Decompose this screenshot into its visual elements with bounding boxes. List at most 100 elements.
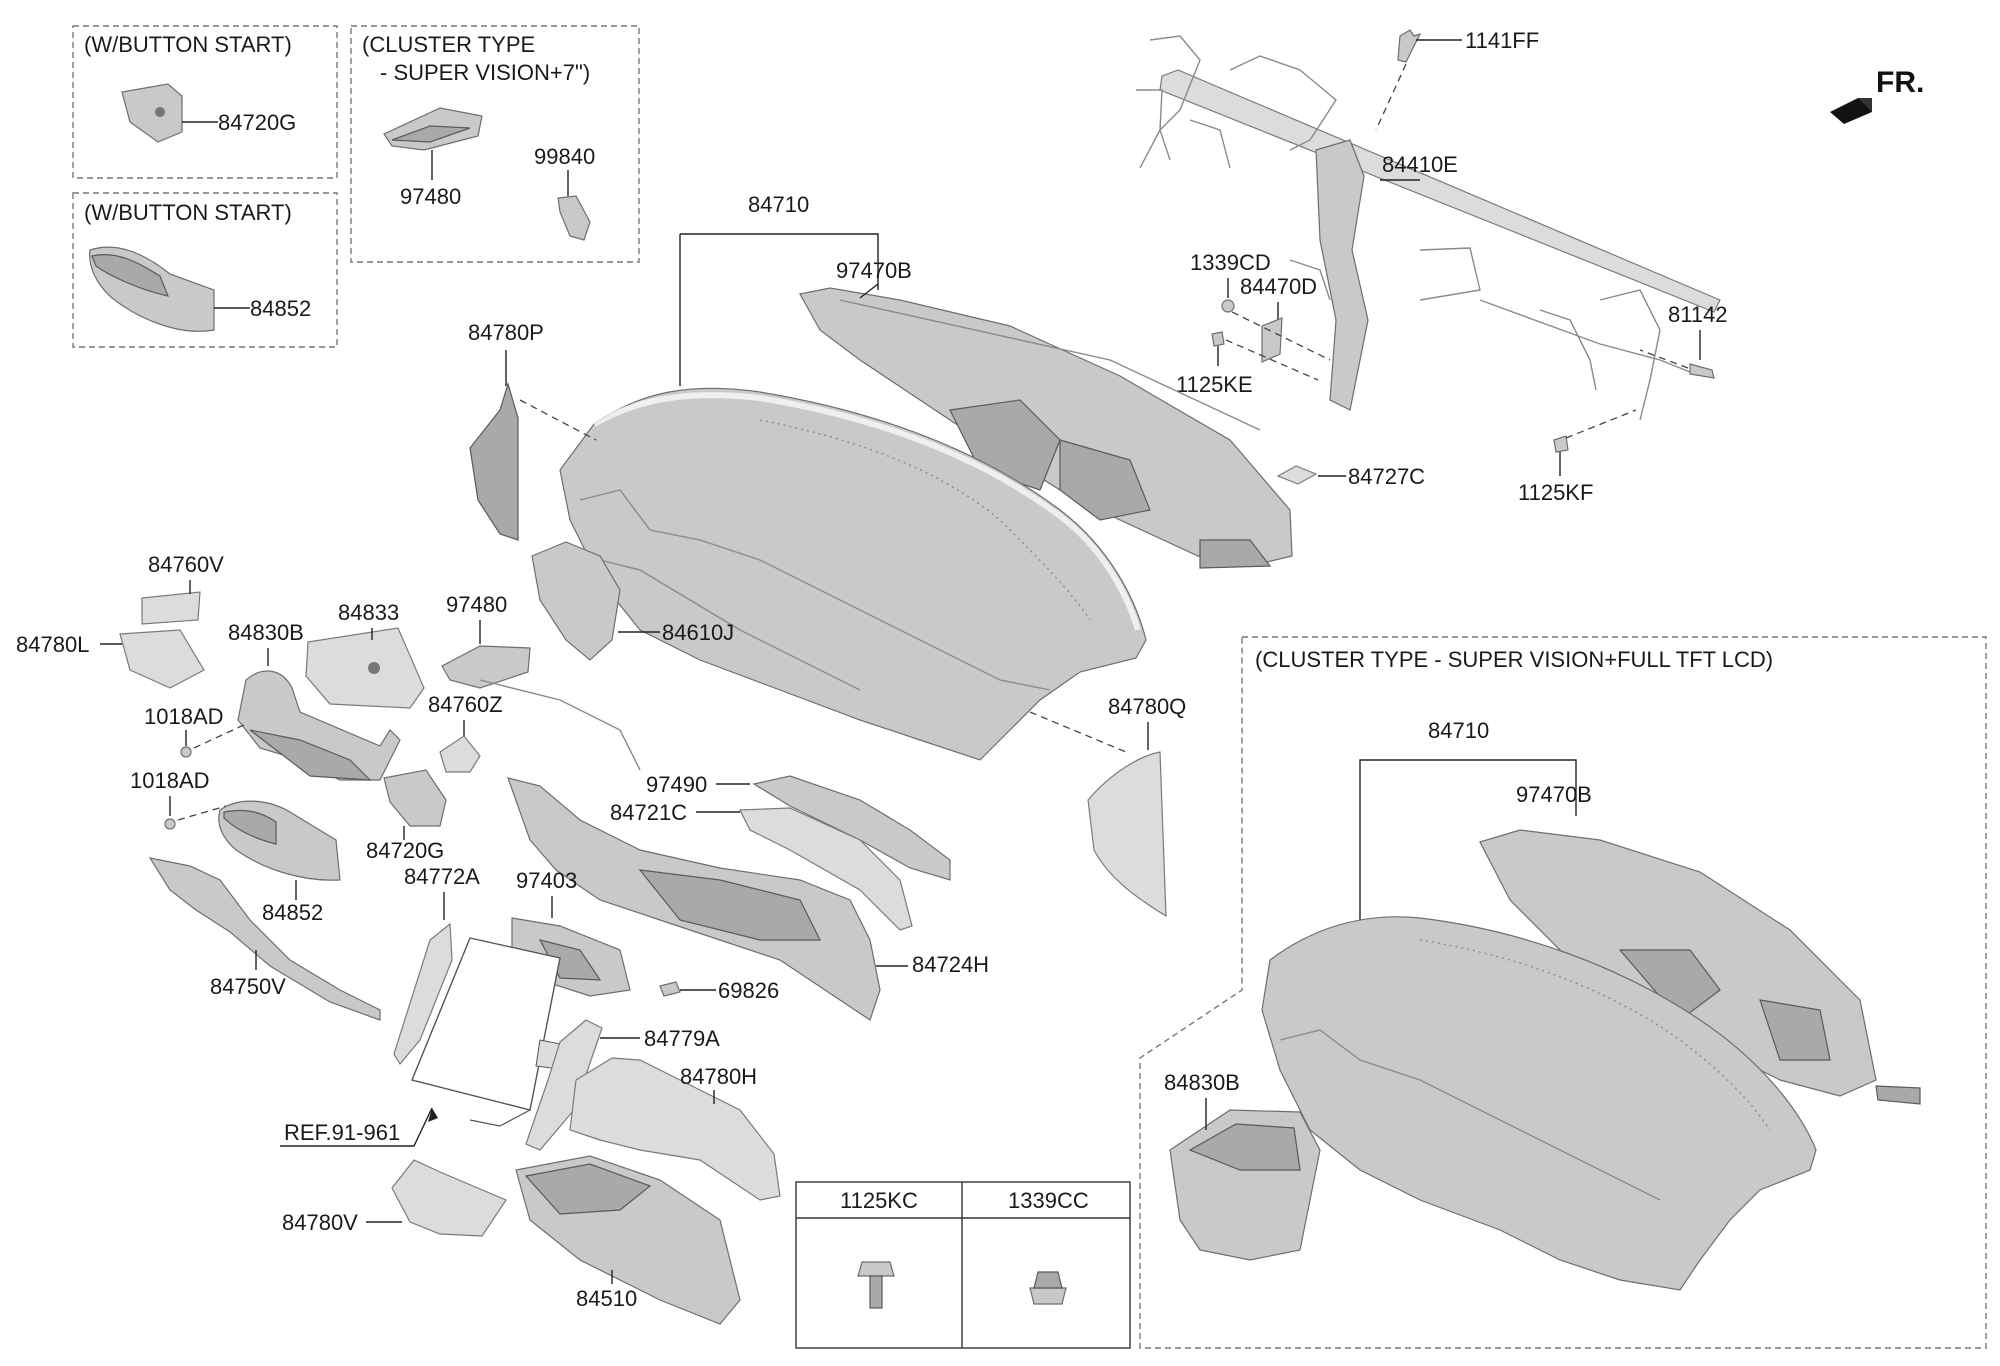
part-84721C-shape — [739, 807, 913, 931]
part-84760Z-shape — [439, 735, 481, 773]
part-84780P-shape — [469, 381, 519, 541]
label-84780L: 84780L — [16, 632, 89, 657]
label-84720G: 84720G — [366, 838, 444, 863]
tft-part-84710-shape — [1261, 916, 1817, 1291]
label-1125KF: 1125KF — [1518, 480, 1593, 505]
part-84852-box-shape — [89, 246, 215, 332]
label-84780P: 84780P — [468, 320, 544, 345]
front-label: FR. — [1876, 66, 1924, 99]
label-84772A: 84772A — [404, 864, 480, 889]
label-84830B: 84830B — [228, 620, 304, 645]
label-tft-97470B: 97470B — [1516, 782, 1592, 807]
label-84760Z: 84760Z — [428, 692, 503, 717]
label-81142: 81142 — [1668, 302, 1728, 327]
box-cluster-tft-title: (CLUSTER TYPE - SUPER VISION+FULL TFT LC… — [1255, 647, 1773, 672]
table-header-1339CC: 1339CC — [1008, 1188, 1089, 1213]
label-84710: 84710 — [748, 192, 809, 217]
part-84724H-shape — [507, 777, 881, 1021]
part-84760V-shape — [141, 591, 201, 625]
label-99840: 99840 — [534, 144, 595, 169]
part-84830B-shape — [237, 670, 401, 781]
part-84710-shape — [559, 387, 1147, 761]
part-84833-shape — [305, 627, 425, 709]
part-84779A-shape — [525, 1019, 603, 1151]
part-84410E-shape — [1136, 35, 1721, 421]
box-cluster-tft — [1139, 636, 1987, 1349]
nut-1339CC-icon — [1029, 1271, 1067, 1305]
fastener-table: 1125KC 1339CC — [795, 1181, 1131, 1349]
box-button-start-2 — [72, 192, 338, 348]
part-97480-shape — [441, 645, 641, 771]
bolt-81142-icon — [1689, 363, 1715, 379]
part-84750V-shape — [148, 857, 381, 1021]
label-84724H: 84724H — [912, 952, 989, 977]
label-84510: 84510 — [576, 1286, 637, 1311]
label-tft-84830B: 84830B — [1164, 1070, 1240, 1095]
label-97403: 97403 — [516, 868, 577, 893]
part-84780L-shape — [119, 629, 205, 689]
bolt-1125KE-icon — [1211, 331, 1225, 347]
label-97480-box: 97480 — [400, 184, 461, 209]
box-cluster-7-title-1: (CLUSTER TYPE — [362, 32, 535, 57]
label-84750V: 84750V — [210, 974, 286, 999]
front-arrow-icon — [1830, 98, 1872, 124]
label-97470B: 97470B — [836, 258, 912, 283]
label-84779A: 84779A — [644, 1026, 720, 1051]
part-84852-shape — [218, 800, 341, 881]
table-header-1125KC: 1125KC — [840, 1188, 918, 1213]
part-99840-shape — [557, 195, 591, 241]
screw-1018AD-1-icon — [180, 746, 192, 758]
display-ref-shape — [411, 937, 571, 1127]
label-84721C: 84721C — [610, 800, 687, 825]
box-cluster-7-title-2: - SUPER VISION+7") — [380, 60, 590, 85]
label-84720G-box: 84720G — [218, 110, 296, 135]
tft-part-97470B-shape — [1479, 829, 1921, 1105]
part-84727C-shape — [1276, 465, 1318, 485]
label-84852: 84852 — [262, 900, 323, 925]
part-97470B-shape — [799, 287, 1293, 569]
part-84780H-shape — [569, 1057, 781, 1201]
label-1339CD: 1339CD — [1190, 250, 1271, 275]
nut-1339CD-icon — [1221, 299, 1235, 313]
part-97490-shape — [752, 775, 951, 881]
label-84760V: 84760V — [148, 552, 224, 577]
label-84833: 84833 — [338, 600, 399, 625]
tft-part-84830B-shape — [1169, 1109, 1321, 1261]
label-ref-91-961: REF.91-961 — [284, 1120, 400, 1145]
bolt-1141FF-icon — [1397, 29, 1422, 63]
part-84470D-shape — [1261, 317, 1283, 363]
part-84510-shape — [515, 1155, 741, 1325]
bolt-1125KF-icon — [1553, 435, 1569, 453]
label-1018AD-2: 1018AD — [130, 768, 210, 793]
part-84720G-shape — [383, 769, 447, 827]
label-84470D: 84470D — [1240, 274, 1317, 299]
label-84780V: 84780V — [282, 1210, 358, 1235]
box-button-start-2-title: (W/BUTTON START) — [84, 200, 292, 225]
label-tft-84710: 84710 — [1428, 718, 1489, 743]
screw-1018AD-2-icon — [164, 818, 176, 830]
label-84780H: 84780H — [680, 1064, 757, 1089]
box-button-start-1 — [72, 25, 338, 179]
label-97480: 97480 — [446, 592, 507, 617]
part-84780Q-shape — [1087, 751, 1167, 918]
label-1018AD-1: 1018AD — [144, 704, 224, 729]
label-69826: 69826 — [718, 978, 779, 1003]
part-84720G-box-shape — [121, 83, 183, 143]
label-84852-box: 84852 — [250, 296, 311, 321]
part-84610J-shape — [531, 541, 621, 661]
bolt-1125KC-icon — [857, 1261, 895, 1309]
label-84727C: 84727C — [1348, 464, 1425, 489]
box-cluster-7 — [350, 25, 640, 263]
part-84780V-shape — [391, 1159, 507, 1237]
label-1141FF: 1141FF — [1465, 28, 1539, 53]
label-84410E: 84410E — [1382, 152, 1458, 177]
part-97480-box-shape — [383, 107, 483, 151]
label-84610J: 84610J — [662, 620, 734, 645]
clip-69826-icon — [659, 981, 681, 997]
label-84780Q: 84780Q — [1108, 694, 1186, 719]
label-1125KE: 1125KE — [1176, 372, 1253, 397]
part-84772A-shape — [393, 922, 453, 1066]
label-97490: 97490 — [646, 772, 707, 797]
box-button-start-1-title: (W/BUTTON START) — [84, 32, 292, 57]
